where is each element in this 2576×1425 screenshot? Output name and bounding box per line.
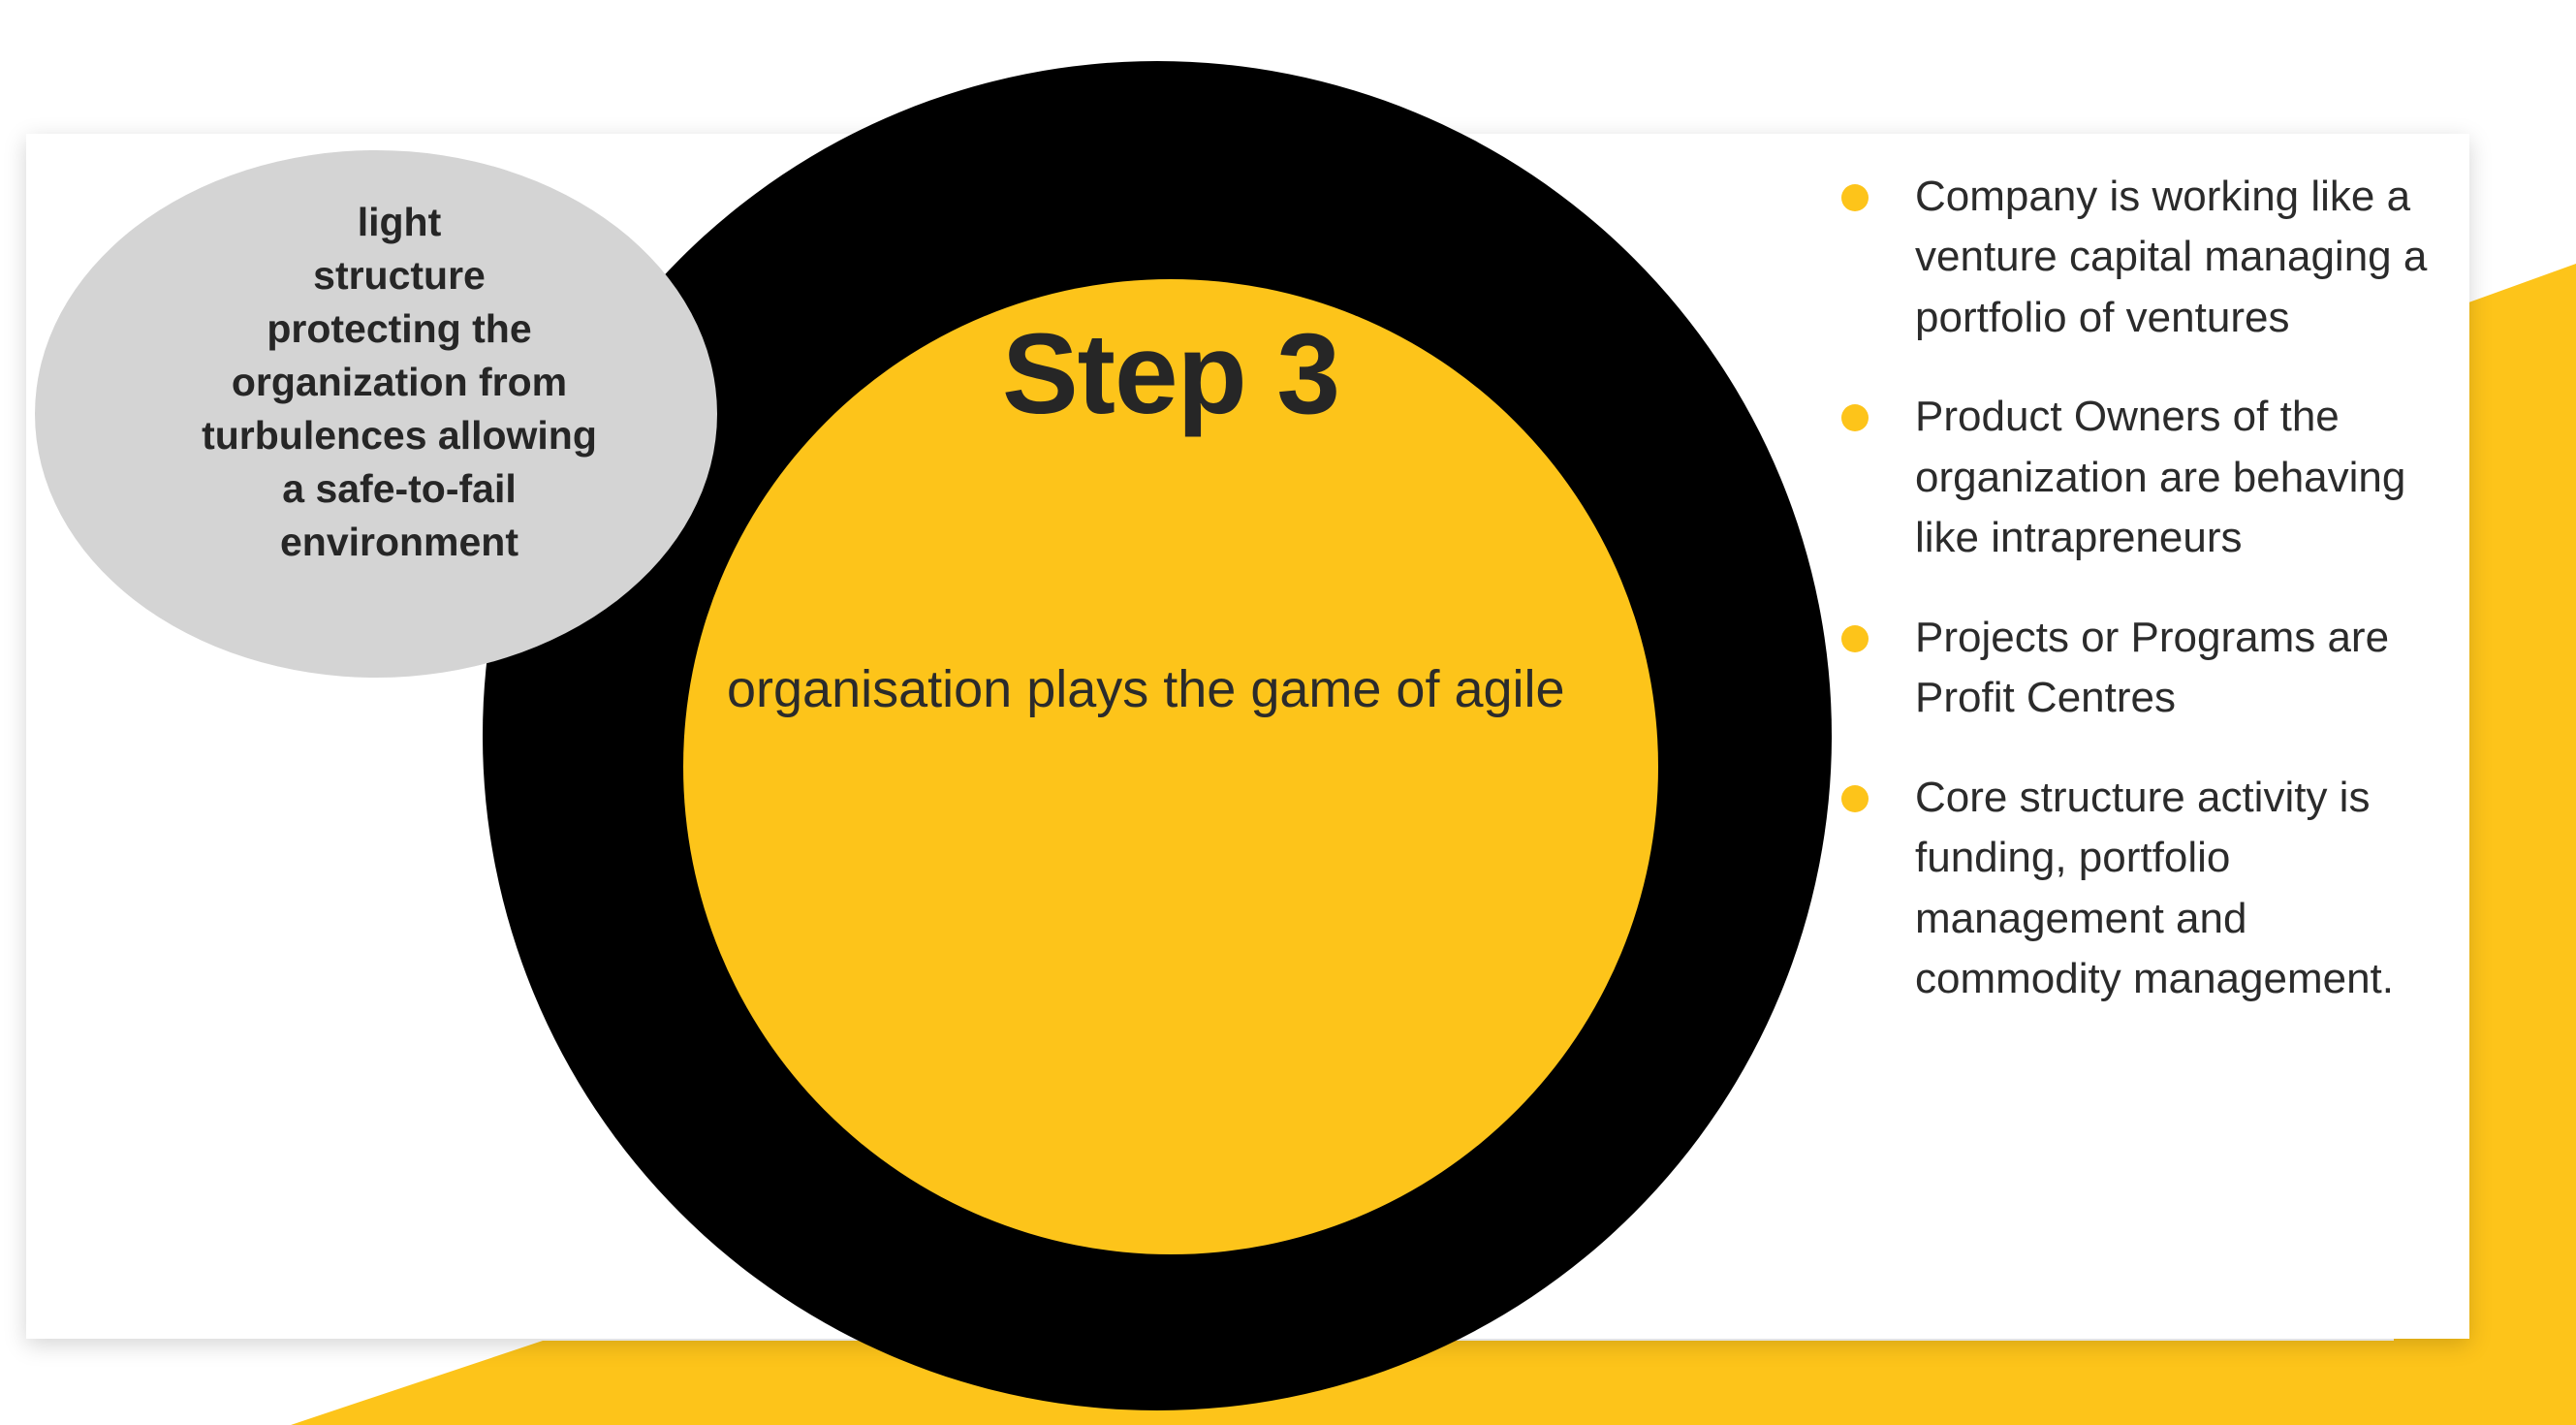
list-item: Projects or Programs are Profit Centres (1841, 608, 2442, 729)
bubble-line: light (357, 200, 442, 244)
bullet-dot-icon (1841, 784, 1869, 812)
bubble-line: structure (313, 252, 486, 298)
speech-bubble: light structure protecting the organizat… (29, 145, 766, 688)
step-title: Step 3 (1001, 310, 1340, 438)
bullet-dot-icon (1841, 184, 1869, 211)
bubble-line: environment (279, 519, 519, 564)
list-item: Core structure activity is funding, port… (1841, 768, 2442, 1010)
bubble-line: organization from (231, 359, 568, 404)
bullet-dot-icon (1841, 624, 1869, 652)
list-item: Company is working like a venture capita… (1841, 167, 2442, 348)
bullet-list: Company is working like a venture capita… (1841, 167, 2442, 1049)
list-item: Product Owners of the organization are b… (1841, 387, 2442, 568)
bubble-line: protecting the (267, 305, 532, 351)
bullet-text: Company is working like a venture capita… (1915, 173, 2428, 341)
bullet-text: Projects or Programs are Profit Centres (1915, 613, 2390, 722)
bullet-text: Product Owners of the organization are b… (1915, 393, 2406, 562)
step-ring-inner (683, 279, 1658, 1254)
step-subtitle: organisation plays the game of agile (727, 660, 1565, 718)
speech-bubble-shape-icon (35, 150, 717, 678)
speech-bubble-text: light structure protecting the organizat… (70, 196, 729, 569)
bullet-dot-icon (1841, 404, 1869, 432)
bubble-line: turbulences allowing (202, 412, 597, 458)
bullet-text: Core structure activity is funding, port… (1915, 773, 2394, 1003)
bubble-line: a safe-to-fail (282, 465, 517, 511)
